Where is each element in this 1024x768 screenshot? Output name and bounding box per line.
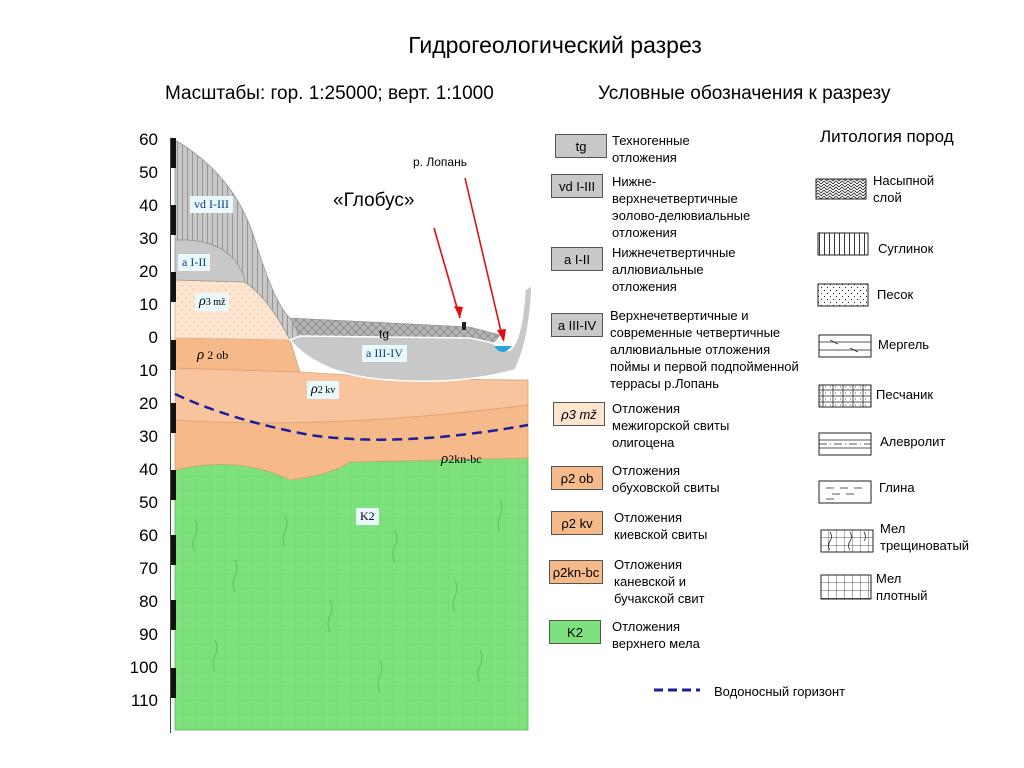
marl-icon <box>818 334 872 358</box>
globus-arrow <box>433 227 461 319</box>
layer-a34 <box>288 283 533 382</box>
siltstone-icon <box>818 432 872 456</box>
axis-tick-label: 80 <box>139 592 158 611</box>
axis-tick-label: 40 <box>139 196 158 215</box>
label-p2kv: ρ2 kv <box>307 381 340 399</box>
axis-tick-label: 10 <box>139 295 158 314</box>
clay-icon <box>818 480 872 504</box>
aquifer-line <box>174 392 529 441</box>
label-tg: tg <box>379 327 390 341</box>
label-p2knbc: ρ2kn-bc <box>441 451 482 467</box>
layer-k2 <box>174 457 529 731</box>
axis-tick-label: 100 <box>129 658 158 677</box>
axis-tick-label: 110 <box>130 691 158 710</box>
axis-tick-label: 50 <box>139 163 158 182</box>
litho-text-siltstone: Алевролит <box>880 434 946 449</box>
axis-tick-label: 30 <box>139 229 158 248</box>
globus-marker <box>462 322 466 330</box>
river-water <box>494 346 512 352</box>
aquifer-legend-text: Водоносный горизонт <box>714 684 846 699</box>
label-p3mz: ρ3 mž <box>195 293 230 311</box>
globus-label: «Глобус» <box>333 190 415 211</box>
axis-tick-label: 20 <box>139 262 158 281</box>
layer-p2ob <box>174 337 301 373</box>
label-p2ob: ρ 2 ob <box>197 347 229 363</box>
legend-swatch-p2kv: ρ2 kv <box>551 511 603 535</box>
river-label: р. Лопань <box>413 155 467 169</box>
scale-caption: Масштабы: гор. 1:25000; верт. 1:1000 <box>165 83 494 104</box>
page-title: Гидрогеологический разрез <box>408 32 702 58</box>
axis-tick-label: 30 <box>139 427 158 446</box>
aquifer-legend-line <box>654 688 700 692</box>
litho-text-loam: Суглинок <box>878 241 934 256</box>
axis-tick-label: 20 <box>139 394 158 413</box>
legend-swatch-a12: a I-II <box>551 247 603 271</box>
litho-text-sand: Песок <box>877 287 914 302</box>
litho-text-sandstone: Песчаник <box>876 387 934 402</box>
sand-icon <box>817 283 869 307</box>
legend-swatch-tg: tg <box>555 134 607 158</box>
legend-swatch-vd: vd I-III <box>551 174 603 198</box>
legend-title: Условные обозначения к разрезу <box>598 83 891 104</box>
axis-tick-label: 10 <box>139 361 158 380</box>
litho-text-clay: Глина <box>879 480 915 495</box>
axis-tick-label: 50 <box>139 493 158 512</box>
label-k2: K2 <box>356 508 379 525</box>
axis-tick-label: 40 <box>139 460 158 479</box>
river-arrow <box>464 177 504 341</box>
axis-tick-label: 70 <box>139 559 158 578</box>
legend-swatch-a34: a III-IV <box>551 313 603 337</box>
legend-swatch-p2ob: ρ2 ob <box>551 466 603 490</box>
label-vd: vd I-III <box>190 196 233 213</box>
river-arrowhead <box>497 329 506 342</box>
cross-section <box>170 138 533 733</box>
sandstone-icon <box>818 384 872 408</box>
dense-chalk-icon <box>820 574 872 600</box>
legend-swatch-k2: K2 <box>549 620 601 644</box>
axis-tick-label: 0 <box>148 328 158 347</box>
label-a12: a I-II <box>178 254 211 271</box>
axis-tick-label: 60 <box>139 526 158 545</box>
fractured-chalk-icon <box>820 529 874 553</box>
legend-swatch-p2knbc: ρ2kn-bc <box>549 560 603 584</box>
loam-icon <box>817 232 869 256</box>
litho-text-marl: Мергель <box>878 337 930 352</box>
axis-tick-label: 90 <box>139 625 158 644</box>
lithology-title: Литология пород <box>820 127 954 146</box>
label-a34: a III-IV <box>362 345 407 362</box>
globus-arrowhead <box>454 306 463 318</box>
axis-tick-label: 60 <box>139 130 158 149</box>
legend-swatch-p3mz: ρ3 mž <box>553 402 605 426</box>
fill-icon <box>815 178 867 200</box>
